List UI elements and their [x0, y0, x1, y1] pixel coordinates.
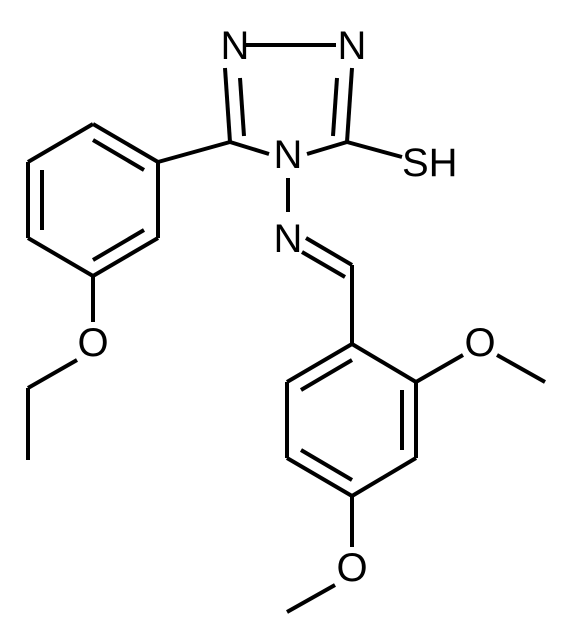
bond-ar2-o-2 [415, 353, 464, 384]
atom-n-imine: N [274, 217, 303, 261]
bond-n2-c3-double [331, 77, 339, 137]
bond-ar2-6-double [299, 358, 354, 392]
bond-ar1-5-double [91, 228, 146, 262]
bond-ar2-3 [350, 456, 418, 498]
atom-n-top-right: N [338, 24, 367, 68]
bond-n-imine-ch [304, 236, 354, 267]
bond-c3-n4 [306, 140, 348, 156]
bond-n2-c3 [345, 67, 354, 143]
bond-c5-aryl [157, 140, 231, 164]
bond-c3-sh [346, 140, 403, 159]
atom-o-methoxy-2: O [464, 321, 495, 365]
ethoxyphenyl-ring [26, 122, 160, 278]
bond-ar1-1-double [91, 138, 146, 172]
bond-ar2-6 [285, 342, 354, 384]
bond-o2-ch3 [496, 353, 546, 384]
bond-ar2-1 [350, 342, 418, 384]
bond-ar1-4 [26, 236, 95, 278]
atom-sh: SH [402, 141, 458, 185]
bond-ar2-4 [285, 456, 354, 498]
atom-n-top-left: N [221, 24, 250, 68]
bond-ar1-2 [26, 122, 95, 164]
bond-c5-n1-double [238, 77, 246, 137]
bond-n4-c5 [229, 140, 270, 156]
atom-o-ethoxy: O [77, 321, 108, 365]
bond-c5-n1 [223, 67, 232, 143]
bond-ar1-1 [91, 122, 160, 164]
dimethoxyphenyl-ring [285, 342, 418, 498]
atom-n-ring: N [274, 133, 303, 177]
atom-o-methoxy-4: O [336, 546, 367, 590]
bond-o4-ch3 [286, 583, 336, 614]
bond-n-imine-ch-double [300, 250, 347, 279]
bond-o-ch2 [27, 358, 78, 390]
triazole-ring [223, 43, 354, 156]
bond-ar2-4-double [299, 448, 354, 482]
bond-ar1-5 [91, 236, 160, 278]
